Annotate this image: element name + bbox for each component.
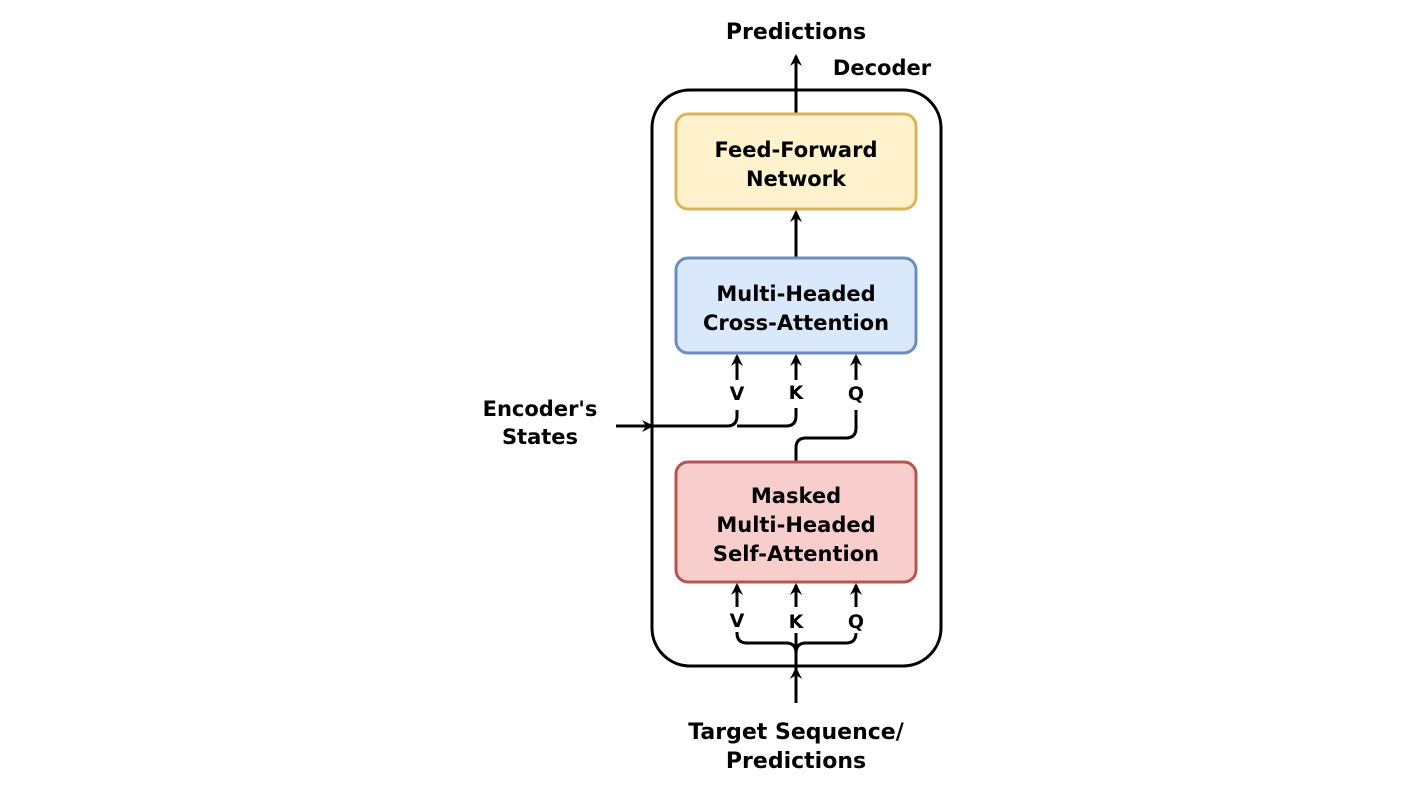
self-v-label: V [730,610,745,632]
self-to-cross-q-connector [794,410,858,461]
cross-attention-label-line1: Multi-Headed [716,282,875,306]
ffn-block [674,112,918,211]
self-q-label: Q [848,611,864,633]
ffn-label-line2: Network [746,167,847,191]
self-attention-block [674,460,918,584]
input-label-line1: Target Sequence/ [688,720,904,745]
self-attention-label-line1: Masked [751,484,841,508]
encoder-states-label-line2: States [502,425,578,449]
decoder-label: Decoder [833,56,932,80]
cross-q-label: Q [848,383,864,405]
self-k-label: K [789,611,805,633]
encoder-states-label-line1: Encoder's [483,397,598,421]
cross-v-label: V [730,383,745,405]
input-label-line2: Predictions [726,749,866,774]
cross-attention-block [674,256,918,355]
encoder-states-bus [652,408,798,428]
cross-attention-label-line2: Cross-Attention [703,311,889,335]
self-attention-label-line2: Multi-Headed [716,513,875,537]
cross-k-label: K [789,382,805,404]
ffn-label-line1: Feed-Forward [715,138,878,162]
output-label: Predictions [726,20,866,45]
self-attention-label-line3: Self-Attention [713,542,879,566]
